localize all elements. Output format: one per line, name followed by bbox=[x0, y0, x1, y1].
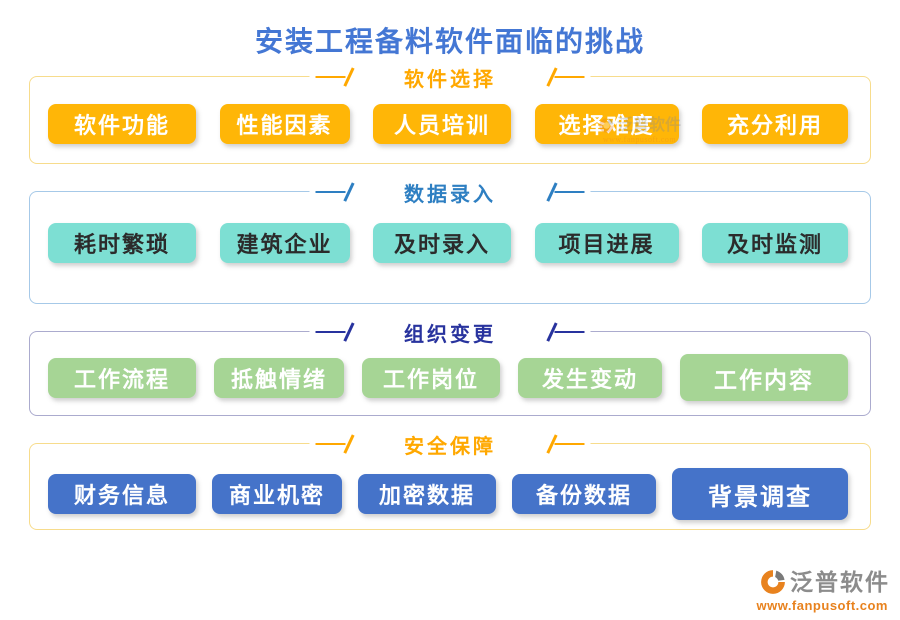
section-3: 组织变更 工作流程抵触情绪工作岗位发生变动工作内容 bbox=[29, 320, 871, 416]
header-line-left bbox=[315, 191, 346, 193]
watermark-brand: 泛普软件 bbox=[790, 568, 890, 595]
item-pill: 抵触情绪 bbox=[214, 357, 344, 398]
watermark-url: www.fanpusoft.com bbox=[602, 135, 677, 144]
section-title: 数据录入 bbox=[404, 183, 496, 206]
section-title: 安全保障 bbox=[404, 435, 496, 458]
item-pill: 商业机密 bbox=[212, 474, 342, 514]
item-row: 工作流程抵触情绪工作岗位发生变动工作内容 bbox=[30, 354, 870, 401]
section-header: 组织变更 bbox=[309, 320, 591, 346]
item-pill: 工作岗位 bbox=[362, 357, 500, 398]
sections-container: 软件选择 软件功能性能因素人员培训选择难度充分利用 泛普软件www.fanpus… bbox=[29, 65, 871, 530]
watermark-brand: 泛普软件 bbox=[617, 116, 682, 134]
section-box: 软件选择 软件功能性能因素人员培训选择难度充分利用 泛普软件www.fanpus… bbox=[29, 65, 871, 164]
section-2: 数据录入 耗时繁琐建筑企业及时录入项目进展及时监测 bbox=[29, 180, 871, 304]
header-line-right bbox=[554, 443, 585, 445]
fanpu-logo-icon bbox=[599, 118, 614, 133]
item-pill: 耗时繁琐 bbox=[48, 223, 196, 263]
bottom-watermark: 泛普软件 www.fanpusoft.com bbox=[756, 568, 890, 612]
item-row: 耗时繁琐建筑企业及时录入项目进展及时监测 bbox=[30, 223, 870, 263]
item-pill: 发生变动 bbox=[518, 357, 662, 398]
page-title: 安装工程备料软件面临的挑战 bbox=[254, 27, 645, 58]
item-pill: 加密数据 bbox=[358, 474, 496, 514]
section-box: 组织变更 工作流程抵触情绪工作岗位发生变动工作内容 bbox=[29, 320, 871, 416]
item-pill: 财务信息 bbox=[48, 474, 196, 514]
section-header: 安全保障 bbox=[309, 432, 591, 458]
section-title: 软件选择 bbox=[404, 68, 496, 91]
item-pill: 工作内容 bbox=[680, 354, 848, 401]
section-box: 数据录入 耗时繁琐建筑企业及时录入项目进展及时监测 bbox=[29, 180, 871, 304]
item-pill: 备份数据 bbox=[512, 474, 656, 514]
header-line-left bbox=[315, 76, 346, 78]
item-row: 软件功能性能因素人员培训选择难度充分利用 bbox=[30, 104, 870, 144]
item-pill: 及时录入 bbox=[373, 223, 511, 263]
section-title: 组织变更 bbox=[404, 323, 496, 346]
item-pill: 性能因素 bbox=[219, 104, 350, 144]
section-1: 软件选择 软件功能性能因素人员培训选择难度充分利用 泛普软件www.fanpus… bbox=[29, 65, 871, 164]
infographic-canvas: { "page": { "title": "安装工程备料软件面临的挑战", "t… bbox=[0, 20, 900, 620]
item-pill: 背景调查 bbox=[672, 468, 848, 520]
item-pill: 人员培训 bbox=[373, 104, 511, 144]
item-pill: 充分利用 bbox=[702, 104, 848, 144]
fanpu-logo-icon bbox=[761, 570, 785, 594]
item-row: 财务信息商业机密加密数据备份数据背景调查 bbox=[30, 468, 870, 520]
item-pill: 及时监测 bbox=[702, 223, 848, 263]
section-header: 软件选择 bbox=[309, 65, 591, 91]
header-line-right bbox=[554, 331, 585, 333]
header-line-left bbox=[315, 331, 346, 333]
item-pill: 软件功能 bbox=[48, 104, 196, 144]
header-line-left bbox=[315, 443, 346, 445]
header-line-right bbox=[554, 191, 585, 193]
item-pill: 选择难度 bbox=[534, 104, 679, 144]
item-pill: 建筑企业 bbox=[219, 223, 350, 263]
header-line-right bbox=[554, 76, 585, 78]
item-pill: 项目进展 bbox=[534, 223, 679, 263]
watermark-url: www.fanpusoft.com bbox=[756, 598, 888, 613]
item-pill: 工作流程 bbox=[48, 357, 196, 398]
section-4: 安全保障 财务信息商业机密加密数据备份数据背景调查 bbox=[29, 432, 871, 530]
section-header: 数据录入 bbox=[309, 180, 591, 206]
section-box: 安全保障 财务信息商业机密加密数据备份数据背景调查 bbox=[29, 432, 871, 530]
